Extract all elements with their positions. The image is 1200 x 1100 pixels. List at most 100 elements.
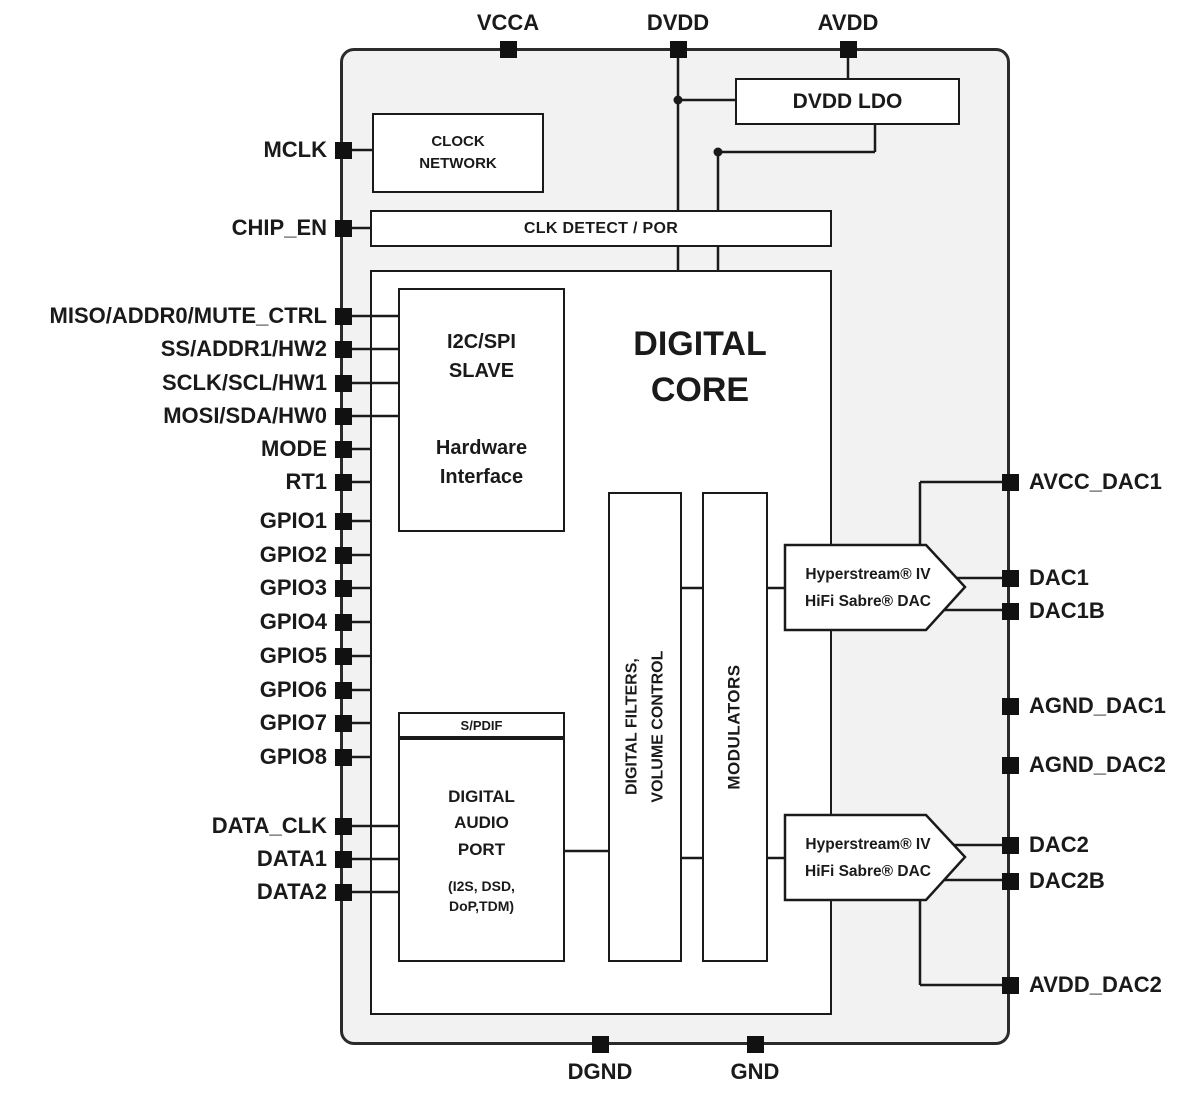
pin-label: GPIO3 (259, 575, 327, 600)
pin-mode: MODE (0, 436, 352, 461)
pin-label: MODE (261, 436, 327, 461)
pin-pad (335, 850, 352, 868)
pin-data2: DATA2 (0, 879, 352, 904)
pin-pad (335, 817, 352, 835)
power-wires (673, 50, 877, 270)
pin-label: AGND_DAC1 (1029, 693, 1166, 718)
pin-gpio2: GPIO2 (0, 542, 352, 567)
junction-dot (673, 95, 683, 105)
clock-network-label: CLOCK (431, 133, 485, 151)
pin-gpio4: GPIO4 (0, 609, 352, 634)
pin-pad (1002, 836, 1019, 854)
pin-pad (1002, 976, 1019, 994)
pin-label: DGND (567, 1059, 633, 1084)
pin-pad (335, 307, 352, 325)
pin-avdd: AVDD (788, 10, 908, 58)
pin-pad (335, 748, 352, 766)
dvdd-ldo-label: DVDD LDO (792, 89, 903, 113)
pin-pad (335, 141, 352, 159)
pin-pad (1002, 473, 1019, 491)
pin-ss-addr1-hw2: SS/ADDR1/HW2 (0, 336, 352, 361)
dac2-label-line: Hyperstream® IV (805, 835, 931, 853)
pin-pad (335, 512, 352, 530)
dac2-block-shape (783, 813, 967, 902)
dac1-hyperstream-label: Hyperstream® IV HiFi Sabre® DAC (790, 556, 946, 620)
pin-label: SS/ADDR1/HW2 (160, 336, 327, 361)
pin-pad (1002, 569, 1019, 587)
pin-pad (335, 374, 352, 392)
pin-label: GND (730, 1059, 780, 1084)
pin-gpio1: GPIO1 (0, 508, 352, 533)
i2c-spi-label: SLAVE (448, 360, 515, 382)
pin-label: GPIO6 (259, 677, 327, 702)
pin-dac1b: DAC1B (1002, 598, 1105, 623)
pin-pad (1002, 756, 1019, 774)
dac2-hyperstream-label: Hyperstream® IV HiFi Sabre® DAC (790, 826, 946, 890)
audio-port-formats-label: DoP,TDM) (448, 897, 515, 914)
spdif-label: S/PDIF (460, 717, 503, 733)
pin-label: DAC1B (1029, 598, 1105, 623)
audio-port-label: AUDIO (454, 813, 509, 833)
pin-label: DVDD (646, 10, 710, 35)
pin-label: DAC1 (1029, 565, 1089, 590)
audio-port-label: DIGITAL (448, 786, 515, 806)
pin-pad (335, 219, 352, 237)
pin-pad (335, 473, 352, 491)
pin-label: GPIO5 (259, 643, 327, 668)
dvdd-ldo-block: DVDD LDO (735, 78, 960, 125)
pin-pad (335, 883, 352, 901)
spdif-block: S/PDIF (398, 712, 565, 738)
pin-pad (591, 1036, 609, 1053)
pin-dvdd: DVDD (618, 10, 738, 58)
pin-pad (335, 613, 352, 631)
volume-control-label: VOLUME CONTROL (649, 651, 666, 803)
pin-label: GPIO7 (259, 710, 327, 735)
modulators-label: MODULATORS (725, 664, 745, 790)
pin-avdd-dac2: AVDD_DAC2 (1002, 972, 1162, 997)
pin-pad (335, 407, 352, 425)
pin-pad (669, 41, 687, 58)
pin-pad (335, 681, 352, 699)
pin-pad (1002, 602, 1019, 620)
pin-gpio8: GPIO8 (0, 744, 352, 769)
pin-label: DATA_CLK (211, 813, 327, 838)
pin-label: GPIO4 (259, 609, 327, 634)
pin-label: MOSI/SDA/HW0 (163, 403, 327, 428)
pin-mosi-sda-hw0: MOSI/SDA/HW0 (0, 403, 352, 428)
pin-gpio5: GPIO5 (0, 643, 352, 668)
i2c-spi-label: I2C/SPI (447, 331, 516, 353)
pin-pad (839, 41, 857, 58)
pin-pad (1002, 697, 1019, 715)
dac1-label-line: HiFi Sabre® DAC (805, 593, 931, 610)
pin-pad (746, 1036, 764, 1053)
pin-dgnd: DGND (540, 1036, 660, 1085)
left-pin-wires (351, 148, 400, 894)
pin-label: CHIP_EN (231, 215, 327, 240)
pin-label: AVDD (817, 10, 879, 35)
pin-gnd: GND (695, 1036, 815, 1085)
dac2-label-line: HiFi Sabre® DAC (805, 863, 931, 880)
pin-pad (335, 647, 352, 665)
clock-network-block: CLOCK NETWORK (372, 113, 544, 193)
junction-dot (713, 147, 723, 157)
pin-dac1: DAC1 (1002, 565, 1089, 590)
pin-data-clk: DATA_CLK (0, 813, 352, 838)
pin-dac2: DAC2 (1002, 832, 1089, 857)
pin-vcca: VCCA (448, 10, 568, 58)
pin-pad (335, 714, 352, 732)
pin-label: GPIO8 (259, 744, 327, 769)
audio-port-label: PORT (457, 839, 506, 859)
digital-filters-block: DIGITAL FILTERS, VOLUME CONTROL (608, 492, 682, 962)
audio-port-formats-label: (I2S, DSD, (448, 877, 515, 894)
pin-label: AVCC_DAC1 (1029, 469, 1162, 494)
pin-dac2b: DAC2B (1002, 868, 1105, 893)
pin-label: MCLK (263, 137, 327, 162)
pin-miso-addr0-mute-ctrl: MISO/ADDR0/MUTE_CTRL (0, 303, 352, 328)
pin-label: DATA2 (256, 879, 327, 904)
pin-label: VCCA (476, 10, 540, 35)
digital-core-label-line: DIGITAL (633, 325, 767, 363)
hardware-interface-label: Hardware (435, 437, 528, 459)
pin-gpio7: GPIO7 (0, 710, 352, 735)
